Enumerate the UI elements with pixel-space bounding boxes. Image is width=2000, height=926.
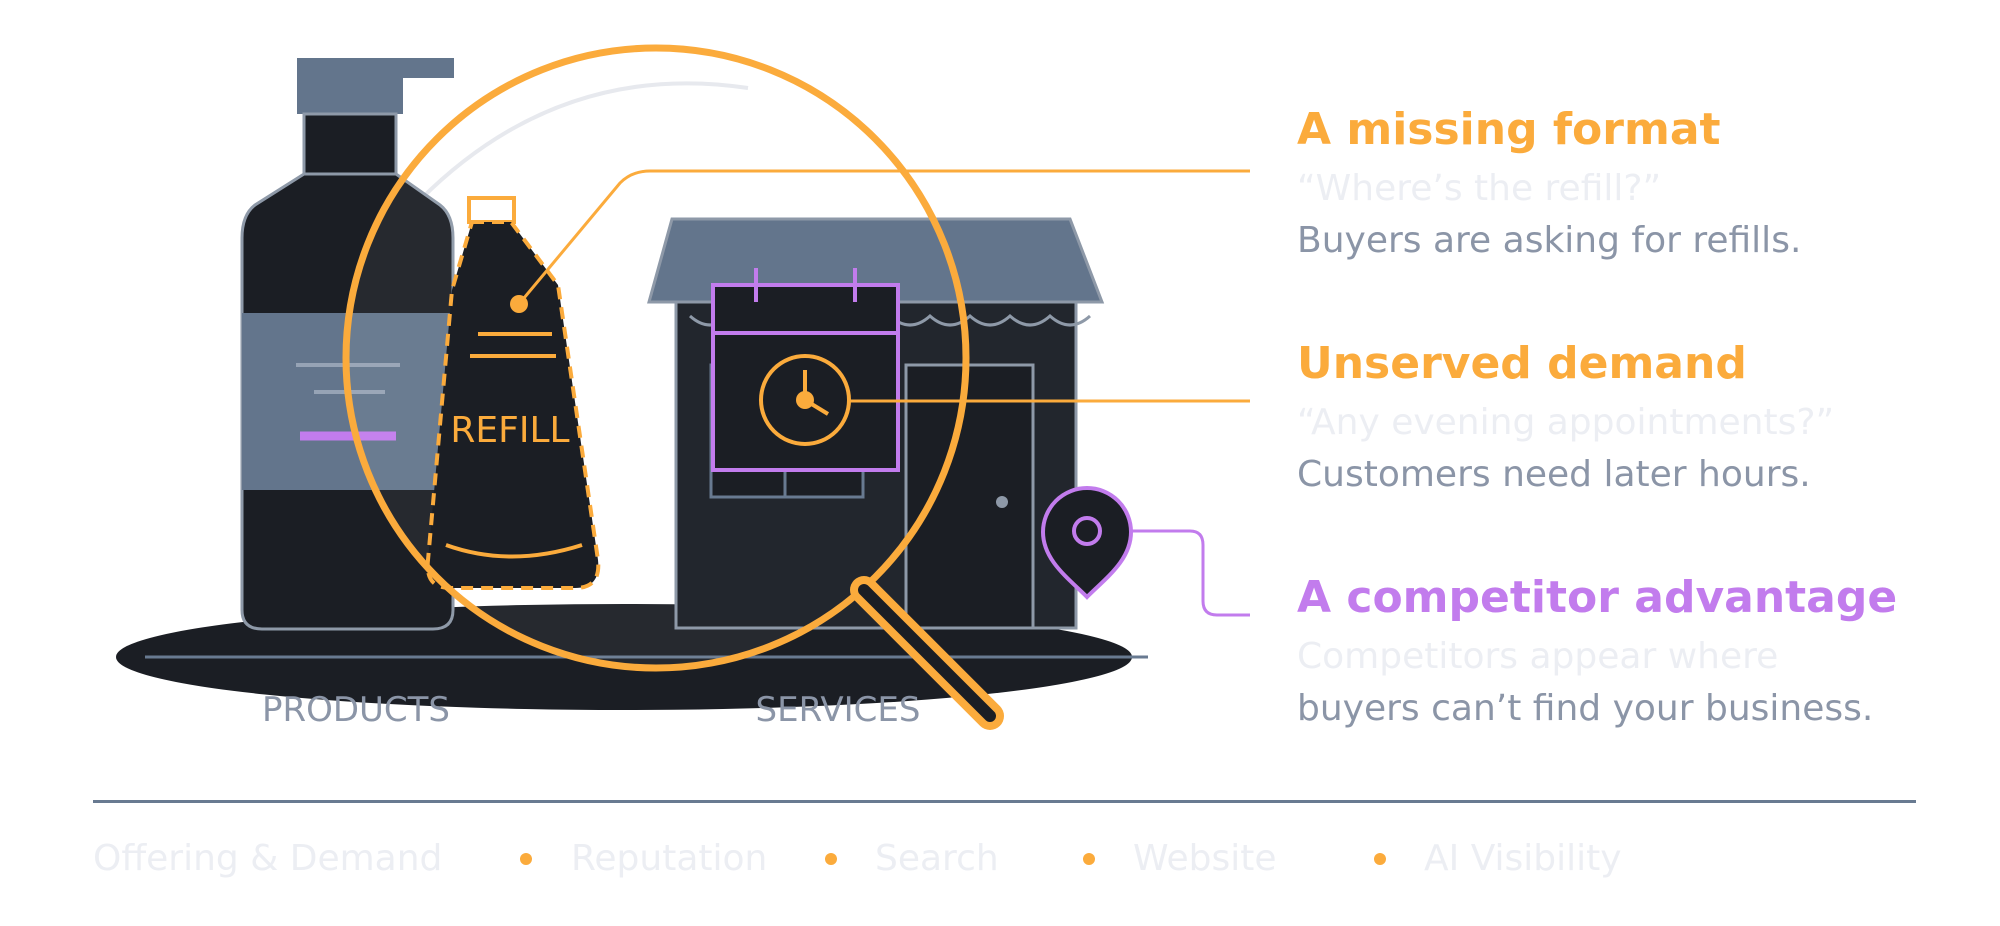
- insight-unserved-demand: Unserved demand “Any evening appointment…: [1297, 338, 1977, 498]
- connector-line-3: [1131, 529, 1250, 617]
- products-label: PRODUCTS: [262, 690, 450, 730]
- insight-quote: “Any evening appointments?”: [1297, 402, 1835, 443]
- footer-item-search[interactable]: Search: [875, 838, 999, 879]
- footer-divider: [93, 800, 1916, 803]
- footer-item-offering-demand[interactable]: Offering & Demand: [93, 838, 443, 879]
- services-label: SERVICES: [756, 690, 921, 730]
- insight-title: A missing format: [1297, 104, 1721, 155]
- connector-line-1: [517, 169, 1250, 305]
- door-icon: [904, 363, 1035, 630]
- decorative-arc: [418, 81, 749, 202]
- insight-description: Buyers are asking for refills.: [1297, 220, 1802, 261]
- location-pin-icon: [1040, 486, 1134, 600]
- calendar-clock-icon: [711, 268, 900, 472]
- refill-label: REFILL: [450, 410, 569, 451]
- bullet-dot-icon: [520, 853, 532, 865]
- insight-title: Unserved demand: [1297, 338, 1747, 389]
- magnifier-icon: [342, 44, 1004, 730]
- bullet-dot-icon: [825, 853, 837, 865]
- footer-item-ai-visibility[interactable]: AI Visibility: [1424, 838, 1622, 879]
- insight-missing-format: A missing format “Where’s the refill?” B…: [1297, 104, 1977, 264]
- bullet-dot-icon: [1083, 853, 1095, 865]
- insight-quote: Competitors appear where: [1297, 636, 1779, 677]
- footer-item-reputation[interactable]: Reputation: [571, 838, 768, 879]
- insight-title: A competitor advantage: [1297, 572, 1898, 623]
- insight-competitor-advantage: A competitor advantage Competitors appea…: [1297, 572, 1977, 732]
- insight-description: Customers need later hours.: [1297, 454, 1811, 495]
- footer-item-website[interactable]: Website: [1133, 838, 1277, 879]
- insight-description: buyers can’t find your business.: [1297, 688, 1874, 729]
- bullet-dot-icon: [1374, 853, 1386, 865]
- insight-quote: “Where’s the refill?”: [1297, 168, 1662, 209]
